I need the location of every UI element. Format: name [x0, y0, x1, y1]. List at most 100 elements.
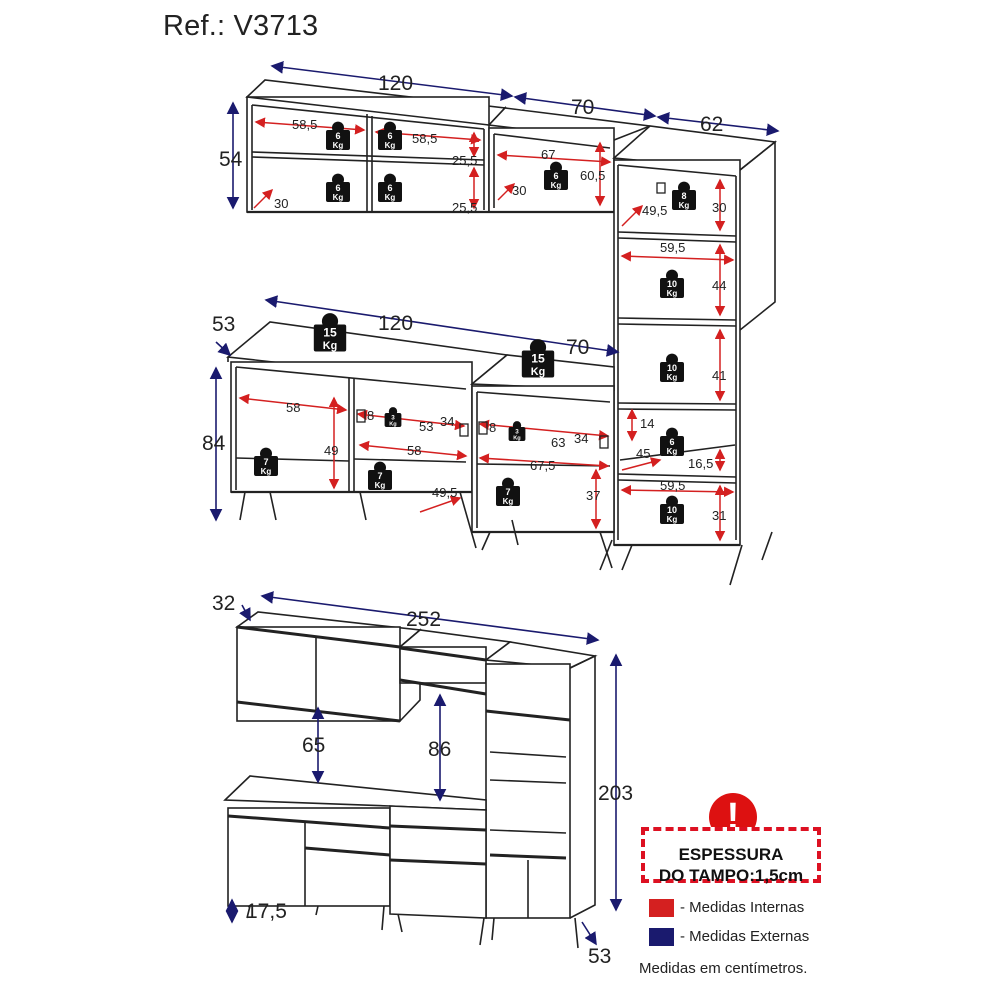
weight-icon: 6Kg [378, 121, 402, 150]
weight-unit: Kg [333, 193, 344, 202]
internal-dimension-lines [238, 117, 735, 542]
label-37: 37 [586, 488, 600, 503]
weight-value: 10 [667, 279, 677, 289]
label-front-53: 53 [588, 945, 611, 968]
weight-value: 10 [667, 363, 677, 373]
legend-external-label: - Medidas Externas [680, 928, 810, 945]
label-45: 45 [636, 446, 650, 461]
label-59-5-b: 59,5 [660, 478, 685, 493]
weight-unit: Kg [667, 289, 678, 298]
label-34-b: 34 [574, 431, 588, 446]
label-25-5-a: 25,5 [452, 153, 477, 168]
legend-internal: - Medidas Internas [649, 899, 804, 918]
weight-unit: Kg [333, 141, 344, 150]
legend-external: - Medidas Externas [649, 928, 810, 947]
weight-unit: Kg [261, 467, 272, 476]
weight-unit: Kg [389, 422, 397, 428]
label-top-70: 70 [571, 96, 594, 119]
weight-value: 15 [323, 326, 337, 340]
weight-value: 7 [505, 487, 510, 497]
legend-external-swatch [649, 928, 674, 947]
weight-load-icons: 6Kg6Kg6Kg6Kg6Kg8Kg10Kg10Kg6Kg10Kg15Kg15K… [254, 121, 696, 524]
weight-value: 6 [335, 131, 340, 141]
label-8-b: 8 [489, 420, 496, 435]
label-58-5-b: 58,5 [412, 131, 437, 146]
notice-box: ESPESSURA DO TAMPO:1,5cm [641, 827, 821, 885]
weight-icon: 7Kg [368, 461, 392, 490]
label-front-86: 86 [428, 738, 451, 761]
reference-title: Ref.: V3713 [163, 10, 319, 42]
label-30-a: 30 [274, 196, 288, 211]
label-tower-30: 30 [712, 200, 726, 215]
weight-value: 3 [515, 428, 519, 435]
label-30-b: 30 [512, 183, 526, 198]
label-front-17-5: 17,5 [246, 900, 287, 923]
weight-unit: Kg [679, 201, 690, 210]
label-59-5-a: 59,5 [660, 240, 685, 255]
weight-value: 7 [377, 471, 382, 481]
weight-unit: Kg [385, 193, 396, 202]
label-49: 49 [324, 443, 338, 458]
weight-icon: 6Kg [326, 121, 350, 150]
weight-unit: Kg [667, 373, 678, 382]
weight-icon: 7Kg [496, 477, 520, 506]
weight-value: 8 [681, 191, 686, 201]
wall-cabinet-120 [245, 79, 507, 214]
weight-value: 10 [667, 505, 677, 515]
label-front-32: 32 [212, 592, 235, 615]
label-67: 67 [541, 147, 555, 162]
label-67-5: 67,5 [530, 458, 555, 473]
weight-unit: Kg [551, 181, 562, 190]
weight-icon: 8Kg [672, 181, 696, 210]
label-8-a: 8 [367, 408, 374, 423]
label-49-5: 49,5 [642, 203, 667, 218]
weight-unit: Kg [375, 481, 386, 490]
label-16-5: 16,5 [688, 456, 713, 471]
base-cabinet-120 [226, 321, 509, 549]
label-63: 63 [551, 435, 565, 450]
weight-unit: Kg [323, 340, 337, 352]
label-base-84: 84 [202, 432, 226, 455]
weight-value: 6 [669, 437, 674, 447]
label-58-a: 58 [286, 400, 300, 415]
label-top-120: 120 [378, 72, 413, 95]
weight-icon: 6Kg [378, 173, 402, 202]
label-49-5: 49,5 [432, 485, 457, 500]
label-top-62: 62 [700, 113, 723, 136]
front-view [223, 611, 598, 949]
label-58-b: 58 [407, 443, 421, 458]
external-dimension-lines [209, 61, 780, 946]
weight-icon: 3Kg [384, 407, 402, 428]
label-top-54: 54 [219, 148, 243, 171]
label-25-5-b: 25,5 [452, 200, 477, 215]
weight-value: 3 [391, 414, 395, 421]
label-14: 14 [640, 416, 654, 431]
units-footnote: Medidas em centímetros. [639, 960, 808, 977]
weight-icon: 6Kg [326, 173, 350, 202]
label-base-120: 120 [378, 312, 413, 335]
weight-icon: 6Kg [660, 427, 684, 456]
drawer-slide-icons [356, 182, 666, 449]
weight-icon: 7Kg [254, 447, 278, 476]
weight-value: 6 [553, 171, 558, 181]
weight-value: 6 [387, 183, 392, 193]
weight-unit: Kg [513, 436, 521, 442]
weight-unit: Kg [503, 497, 514, 506]
legend-internal-swatch [649, 899, 674, 918]
label-34-a: 34 [440, 414, 454, 429]
weight-unit: Kg [531, 366, 545, 378]
label-60-5: 60,5 [580, 168, 605, 183]
weight-value: 6 [335, 183, 340, 193]
weight-unit: Kg [667, 447, 678, 456]
weight-icon: 6Kg [544, 161, 568, 190]
label-58-5-a: 58,5 [292, 117, 317, 132]
weight-value: 15 [531, 352, 545, 366]
label-front-252: 252 [406, 608, 441, 631]
dimension-labels: 120 70 62 54 58,5 58,5 25,5 25,5 30 67 6… [202, 72, 726, 968]
label-44: 44 [712, 278, 726, 293]
